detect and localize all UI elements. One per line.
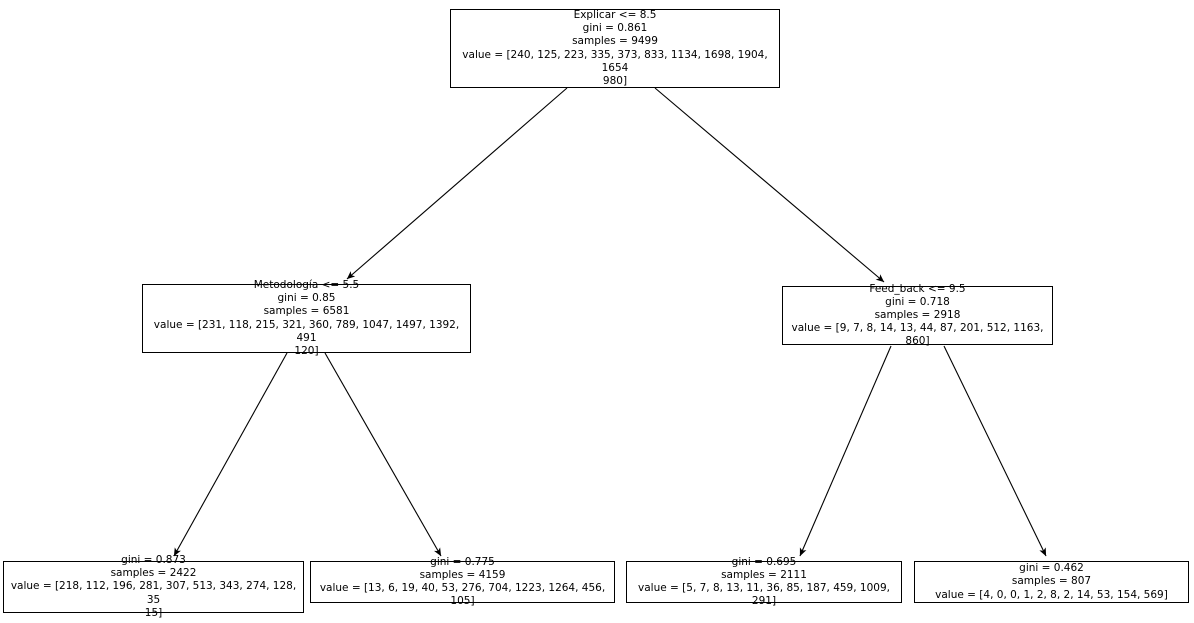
node-samples: samples = 2918 xyxy=(874,308,961,321)
edge-left-internal-to-leaf2 xyxy=(324,352,442,557)
node-gini: gini = 0.695 xyxy=(731,555,797,568)
node-gini: gini = 0.775 xyxy=(430,555,495,568)
tree-node-leaf3[interactable]: gini = 0.695 samples = 2111 value = [5, … xyxy=(626,556,902,607)
edge-right-internal-to-leaf3 xyxy=(799,345,892,557)
node-gini: gini = 0.462 xyxy=(1019,562,1084,575)
node-value: value = [9, 7, 8, 14, 13, 44, 87, 201, 5… xyxy=(791,322,1047,348)
node-samples: samples = 6581 xyxy=(263,305,350,318)
node-samples: samples = 2422 xyxy=(110,567,197,580)
node-value: value = [240, 125, 223, 335, 373, 833, 1… xyxy=(462,48,768,87)
edge-root-to-left-internal xyxy=(346,87,568,280)
edge-root-to-right-internal xyxy=(654,87,885,283)
node-gini: gini = 0.85 xyxy=(277,292,336,305)
edge-left-internal-to-leaf1 xyxy=(173,352,288,557)
node-value: value = [4, 0, 0, 1, 2, 8, 2, 14, 53, 15… xyxy=(935,588,1168,601)
tree-node-root[interactable]: Explicar <= 8.5 gini = 0.861 samples = 9… xyxy=(450,9,780,88)
node-value: value = [231, 118, 215, 321, 360, 789, 1… xyxy=(153,318,460,357)
tree-node-right-internal[interactable]: Feed_back <= 9.5 gini = 0.718 samples = … xyxy=(782,282,1053,348)
node-gini: gini = 0.718 xyxy=(885,295,950,308)
node-condition: Explicar <= 8.5 xyxy=(573,8,657,21)
tree-node-leaf2[interactable]: gini = 0.775 samples = 4159 value = [13,… xyxy=(310,556,615,607)
tree-node-leaf4[interactable]: gini = 0.462 samples = 807 value = [4, 0… xyxy=(914,561,1189,603)
edge-right-internal-to-leaf4 xyxy=(943,345,1047,557)
node-condition: Feed_back <= 9.5 xyxy=(869,282,966,295)
tree-node-left-internal[interactable]: Metodología <= 5.5 gini = 0.85 samples =… xyxy=(142,279,471,357)
node-condition: Metodología <= 5.5 xyxy=(253,278,360,291)
node-gini: gini = 0.861 xyxy=(582,22,648,35)
node-samples: samples = 9499 xyxy=(572,35,658,48)
node-samples: samples = 807 xyxy=(1011,575,1092,588)
node-value: value = [5, 7, 8, 13, 11, 36, 85, 187, 4… xyxy=(638,582,894,608)
node-gini: gini = 0.873 xyxy=(121,554,186,566)
node-samples: samples = 4159 xyxy=(419,568,506,581)
node-value: value = [13, 6, 19, 40, 53, 276, 704, 12… xyxy=(319,582,609,608)
node-value: value = [218, 112, 196, 281, 307, 513, 3… xyxy=(10,580,297,619)
tree-node-leaf1[interactable]: gini = 0.873 samples = 2422 value = [218… xyxy=(3,554,304,619)
node-samples: samples = 2111 xyxy=(721,568,807,581)
